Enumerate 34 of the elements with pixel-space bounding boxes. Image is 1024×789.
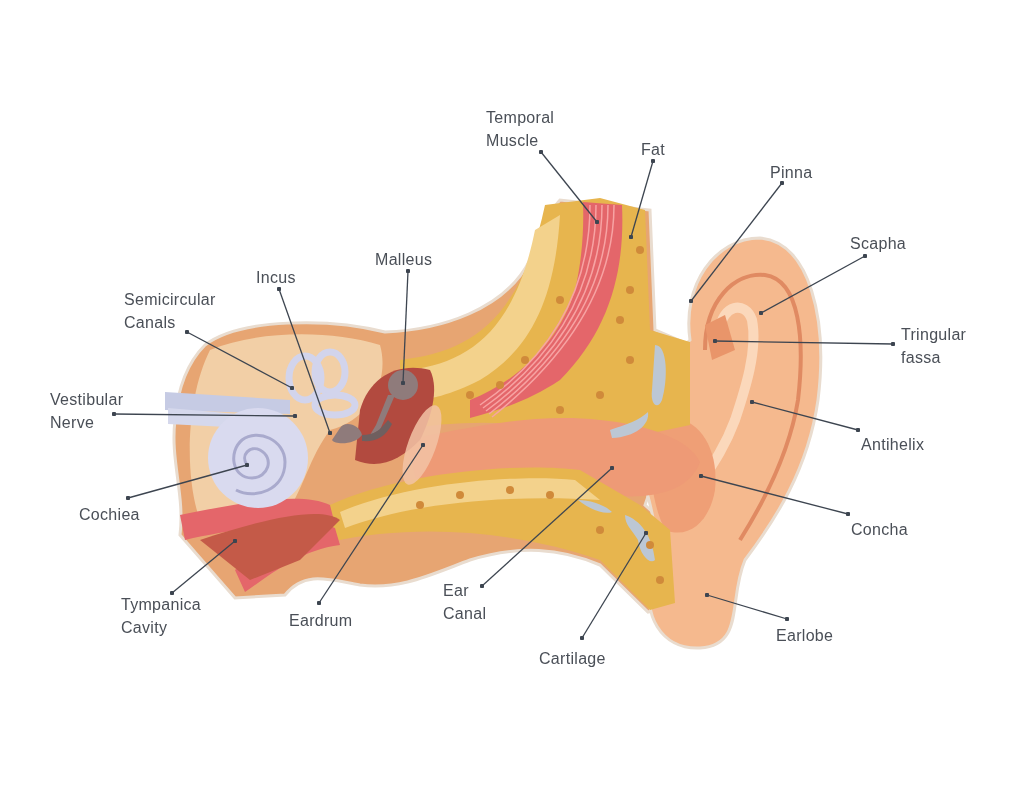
leader-line bbox=[184, 329, 295, 391]
part-label: Cartilage bbox=[539, 647, 606, 670]
part-label: Scapha bbox=[850, 232, 907, 255]
part-label: Cochiea bbox=[79, 503, 140, 526]
part-label: Eardrum bbox=[289, 609, 353, 632]
leader-line bbox=[111, 411, 298, 419]
leader-line bbox=[276, 286, 333, 436]
part-label: Ear Canal bbox=[443, 579, 495, 625]
part-label: Vestibular Nerve bbox=[50, 388, 145, 434]
part-label: Pinna bbox=[770, 161, 813, 184]
leader-line bbox=[316, 442, 426, 606]
leader-line bbox=[628, 158, 656, 240]
leader-line bbox=[712, 338, 896, 347]
part-label: Malleus bbox=[375, 248, 433, 271]
leader-line bbox=[169, 538, 238, 596]
part-label: Earlobe bbox=[776, 624, 834, 647]
leader-line bbox=[125, 462, 250, 501]
leader-line bbox=[698, 473, 851, 517]
part-label: Incus bbox=[256, 266, 296, 289]
part-label: Tympanica Cavity bbox=[121, 593, 221, 639]
part-label: Tringular fassa bbox=[901, 323, 996, 369]
part-label: Concha bbox=[851, 518, 908, 541]
leader-line bbox=[479, 465, 615, 589]
leader-line bbox=[749, 399, 861, 433]
leader-line bbox=[704, 592, 790, 622]
leader-line bbox=[579, 530, 649, 641]
leader-line bbox=[758, 253, 868, 316]
part-label: Temporal Muscle bbox=[486, 106, 576, 152]
part-label: Antihelix bbox=[861, 433, 925, 456]
part-label: Fat bbox=[641, 138, 666, 161]
leader-line bbox=[538, 149, 600, 225]
leader-line bbox=[688, 180, 785, 304]
leader-line bbox=[400, 268, 411, 386]
part-label: Semicircular Canals bbox=[124, 288, 234, 334]
